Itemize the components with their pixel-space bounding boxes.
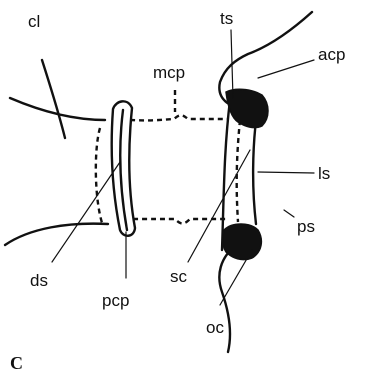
ls-leader xyxy=(258,172,314,173)
labels: cl ts mcp acp ls ps ds sc pcp oc C xyxy=(10,9,345,371)
label-ls: ls xyxy=(318,164,330,183)
acp-leader xyxy=(258,60,314,78)
left-lower-contour xyxy=(5,224,108,245)
label-ps: ps xyxy=(297,217,315,236)
pcp-inner-line xyxy=(120,110,127,230)
oc-dark-region xyxy=(223,224,262,260)
ds-leader xyxy=(52,162,120,262)
right-structure xyxy=(219,12,312,352)
middle-dashed-connections xyxy=(130,90,228,224)
label-ts: ts xyxy=(220,9,233,28)
label-acp: acp xyxy=(318,45,345,64)
label-cl: cl xyxy=(28,12,40,31)
label-sc: sc xyxy=(170,267,188,286)
label-oc: oc xyxy=(206,318,224,337)
label-ds: ds xyxy=(30,271,48,290)
left-dashed-outline xyxy=(96,128,103,226)
panel-label: C xyxy=(10,353,23,371)
lower-dashed-bridge xyxy=(133,219,228,224)
upper-dashed-bridge xyxy=(130,115,228,120)
cl-inner-line xyxy=(42,60,65,138)
acp-dark-region xyxy=(226,89,268,127)
label-pcp: pcp xyxy=(102,291,129,310)
ps-leader xyxy=(284,210,294,217)
ts-column-right xyxy=(253,112,257,224)
label-mcp: mcp xyxy=(153,63,185,82)
left-structure xyxy=(5,60,135,245)
